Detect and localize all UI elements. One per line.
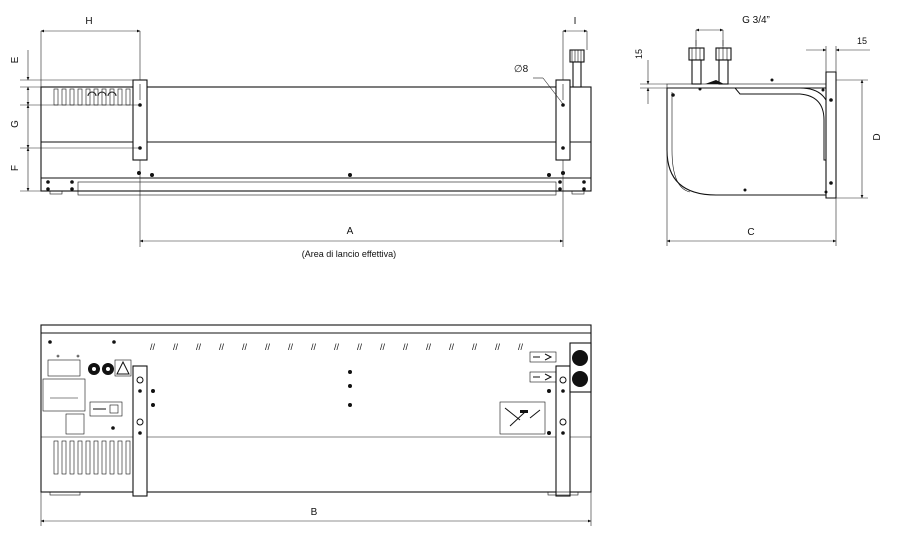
front-body (40, 86, 592, 192)
svg-text://: // (173, 342, 179, 352)
svg-text://: // (426, 342, 432, 352)
svg-text://: // (242, 342, 248, 352)
dim-label-f: F (10, 165, 21, 171)
side-body (666, 87, 831, 196)
offset-top-label: 15 (634, 49, 644, 59)
svg-text://: // (495, 342, 501, 352)
dim-label-e: E (10, 56, 21, 63)
svg-text://: // (311, 342, 317, 352)
svg-text://: // (472, 342, 478, 352)
back-view: // // // // // // // // // // // // // /… (40, 324, 592, 526)
front-pipe-fitting (569, 49, 585, 88)
dim-label-a: A (347, 226, 354, 237)
dim-label-i: I (574, 16, 577, 27)
back-top-marks: // // // // // // // // // // // // // /… (150, 342, 524, 352)
effective-area-note: (Area di lancio effettiva) (302, 249, 396, 259)
side-view: G 3/4” 15 15 D C (634, 15, 883, 246)
svg-text://: // (449, 342, 455, 352)
svg-text://: // (288, 342, 294, 352)
dim-label-c: C (747, 227, 754, 238)
dim-label-g: G (10, 120, 21, 128)
pipe-thread-label: G 3/4” (742, 15, 770, 26)
hole-diameter-label: ∅8 (514, 64, 529, 75)
dim-label-d: D (872, 133, 883, 140)
back-pipe-connections (569, 342, 592, 393)
front-lower-strip (77, 181, 557, 196)
svg-text://: // (265, 342, 271, 352)
svg-text://: // (334, 342, 340, 352)
dim-label-b: B (311, 507, 318, 518)
svg-text://: // (403, 342, 409, 352)
svg-text://: // (380, 342, 386, 352)
dim-label-h: H (85, 16, 92, 27)
back-left-bracket (132, 365, 148, 497)
back-control-panel (42, 340, 132, 435)
svg-text://: // (196, 342, 202, 352)
svg-text://: // (518, 342, 524, 352)
side-pipe-fittings (688, 47, 732, 85)
front-view: H I ∅8 E G F A (Area di lancio effettiva… (10, 16, 592, 259)
svg-text://: // (150, 342, 156, 352)
back-grille (53, 440, 131, 475)
back-right-bracket (555, 365, 571, 497)
svg-text://: // (219, 342, 225, 352)
svg-text://: // (357, 342, 363, 352)
offset-side-label: 15 (857, 36, 867, 46)
